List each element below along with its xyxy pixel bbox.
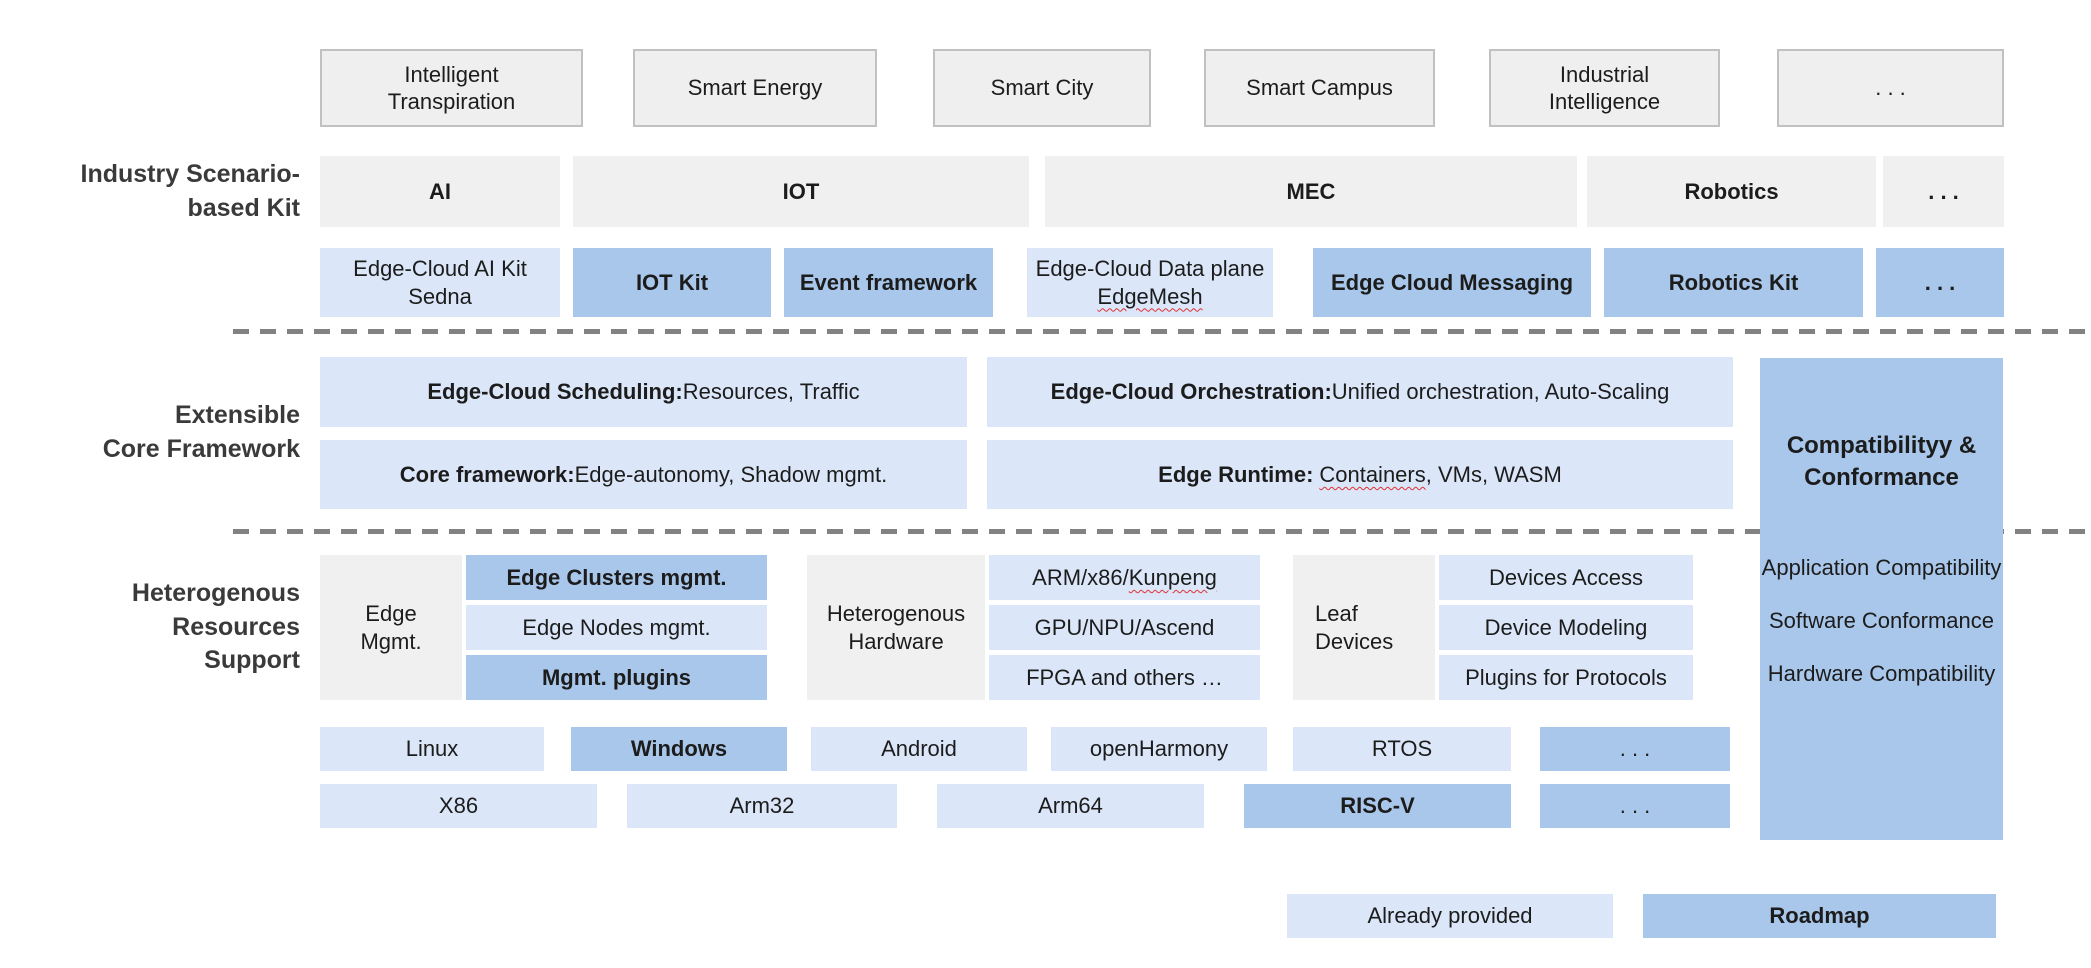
- compatibility-title: Compatibilityy & Conformance: [1786, 432, 1977, 492]
- section-label-line: Extensible: [174, 401, 300, 430]
- hardware-row-arm-x86-kunpeng: ARM/x86/Kunpeng: [989, 555, 1260, 600]
- hardware-row-fpga: FPGA and others …: [989, 655, 1260, 700]
- section-label-line: Core Framework: [102, 435, 300, 463]
- compatibility-item-software: Software Conformance: [1768, 607, 1994, 633]
- compatibility-conformance-column: Compatibilityy & Conformance Application…: [1760, 358, 2003, 840]
- group-label-heterogenous-hardware: Heterogenous Hardware: [807, 555, 985, 700]
- core-box-orchestration: Edge-Cloud Orchestration: Unified orches…: [987, 357, 1733, 427]
- edge-mgmt-row-clusters: Edge Clusters mgmt.: [466, 555, 767, 600]
- core-box-detail: , VMs, WASM: [1425, 461, 1562, 487]
- os-box-more: . . .: [1540, 727, 1730, 771]
- kit-box-more: . . .: [1876, 248, 2004, 317]
- app-box-more: . . .: [1777, 49, 2004, 127]
- section-label-line: Heterogenous: [131, 578, 300, 607]
- hardware-row-kunpeng: Kunpeng: [1128, 564, 1217, 590]
- kit-box-event-framework: Event framework: [784, 248, 993, 317]
- group-label-leaf-devices: Leaf Devices: [1293, 555, 1435, 700]
- kit-box-edgemesh: Edge-Cloud Data plane EdgeMesh: [1027, 248, 1273, 317]
- app-box-intelligent-transpiration: Intelligent Transpiration: [320, 49, 583, 127]
- app-box-smart-energy: Smart Energy: [633, 49, 877, 127]
- kit-box-sedna: Edge-Cloud AI Kit Sedna: [320, 248, 560, 317]
- category-box-mec: MEC: [1045, 156, 1577, 227]
- core-box-detail: Edge-autonomy, Shadow mgmt.: [574, 461, 888, 487]
- compatibility-item-application: Application Compatibility: [1761, 554, 2002, 580]
- hardware-row-prefix: ARM/x86/: [1032, 564, 1129, 590]
- core-box-framework: Core framework: Edge-autonomy, Shadow mg…: [320, 440, 967, 509]
- section-label-industry-kit: Industry Scenario- based Kit: [0, 156, 301, 227]
- core-box-title: Edge Runtime:: [1158, 461, 1314, 487]
- core-box-detail: Unified orchestration, Auto-Scaling: [1331, 379, 1670, 405]
- legend-roadmap: Roadmap: [1643, 894, 1996, 938]
- edgemesh-line2: EdgeMesh: [1097, 283, 1203, 309]
- dashed-divider-bottom: [233, 529, 2091, 534]
- compatibility-items: Application Compatibility Software Confo…: [1762, 553, 2002, 688]
- group-label-edge-mgmt: Edge Mgmt.: [320, 555, 462, 700]
- os-box-linux: Linux: [320, 727, 544, 771]
- section-label-core-framework: Extensible Core Framework: [0, 357, 300, 509]
- arch-box-arm64: Arm64: [937, 784, 1204, 828]
- compatibility-item-hardware: Hardware Compatibility: [1767, 660, 1996, 686]
- kit-box-robotics-kit: Robotics Kit: [1604, 248, 1863, 317]
- core-box-detail: Resources, Traffic: [682, 379, 860, 405]
- core-box-title: Core framework:: [399, 461, 575, 487]
- arch-box-arm32: Arm32: [627, 784, 897, 828]
- os-box-openharmony: openHarmony: [1051, 727, 1267, 771]
- section-label-line: Industry Scenario-: [80, 159, 301, 188]
- hardware-row-gpu-npu-ascend: GPU/NPU/Ascend: [989, 605, 1260, 650]
- edge-mgmt-row-nodes: Edge Nodes mgmt.: [466, 605, 767, 650]
- app-box-smart-city: Smart City: [933, 49, 1151, 127]
- kit-box-iot-kit: IOT Kit: [573, 248, 771, 317]
- arch-box-riscv: RISC-V: [1244, 784, 1511, 828]
- dashed-divider-top: [233, 329, 2091, 334]
- legend-already-provided: Already provided: [1287, 894, 1613, 938]
- leaf-row-devices-access: Devices Access: [1439, 555, 1693, 600]
- core-box-detail-containers: Containers: [1319, 461, 1426, 487]
- arch-box-x86: X86: [320, 784, 597, 828]
- core-box-edge-runtime: Edge Runtime:Containers, VMs, WASM: [987, 440, 1733, 509]
- section-label-line: Support: [204, 646, 300, 675]
- category-box-ai: AI: [320, 156, 560, 227]
- os-box-rtos: RTOS: [1293, 727, 1511, 771]
- app-box-smart-campus: Smart Campus: [1204, 49, 1435, 127]
- edgemesh-line1: Edge-Cloud Data plane: [1035, 256, 1265, 281]
- core-box-title: Edge-Cloud Scheduling:: [427, 379, 683, 405]
- kit-box-edge-cloud-messaging: Edge Cloud Messaging: [1313, 248, 1591, 317]
- category-box-more: . . .: [1883, 156, 2004, 227]
- leaf-row-plugins-protocols: Plugins for Protocols: [1439, 655, 1693, 700]
- category-box-robotics: Robotics: [1587, 156, 1876, 227]
- arch-box-more: . . .: [1540, 784, 1730, 828]
- core-box-title: Edge-Cloud Orchestration:: [1050, 379, 1332, 405]
- leaf-row-device-modeling: Device Modeling: [1439, 605, 1693, 650]
- app-box-industrial-intelligence: Industrial Intelligence: [1489, 49, 1720, 127]
- section-label-line: based Kit: [187, 193, 300, 222]
- section-label-line: Resources: [172, 612, 300, 641]
- os-box-windows: Windows: [571, 727, 787, 771]
- category-box-iot: IOT: [573, 156, 1029, 227]
- core-box-scheduling: Edge-Cloud Scheduling: Resources, Traffi…: [320, 357, 967, 427]
- edge-mgmt-row-plugins: Mgmt. plugins: [466, 655, 767, 700]
- section-label-heterogenous-resources: Heterogenous Resources Support: [0, 555, 300, 700]
- os-box-android: Android: [811, 727, 1027, 771]
